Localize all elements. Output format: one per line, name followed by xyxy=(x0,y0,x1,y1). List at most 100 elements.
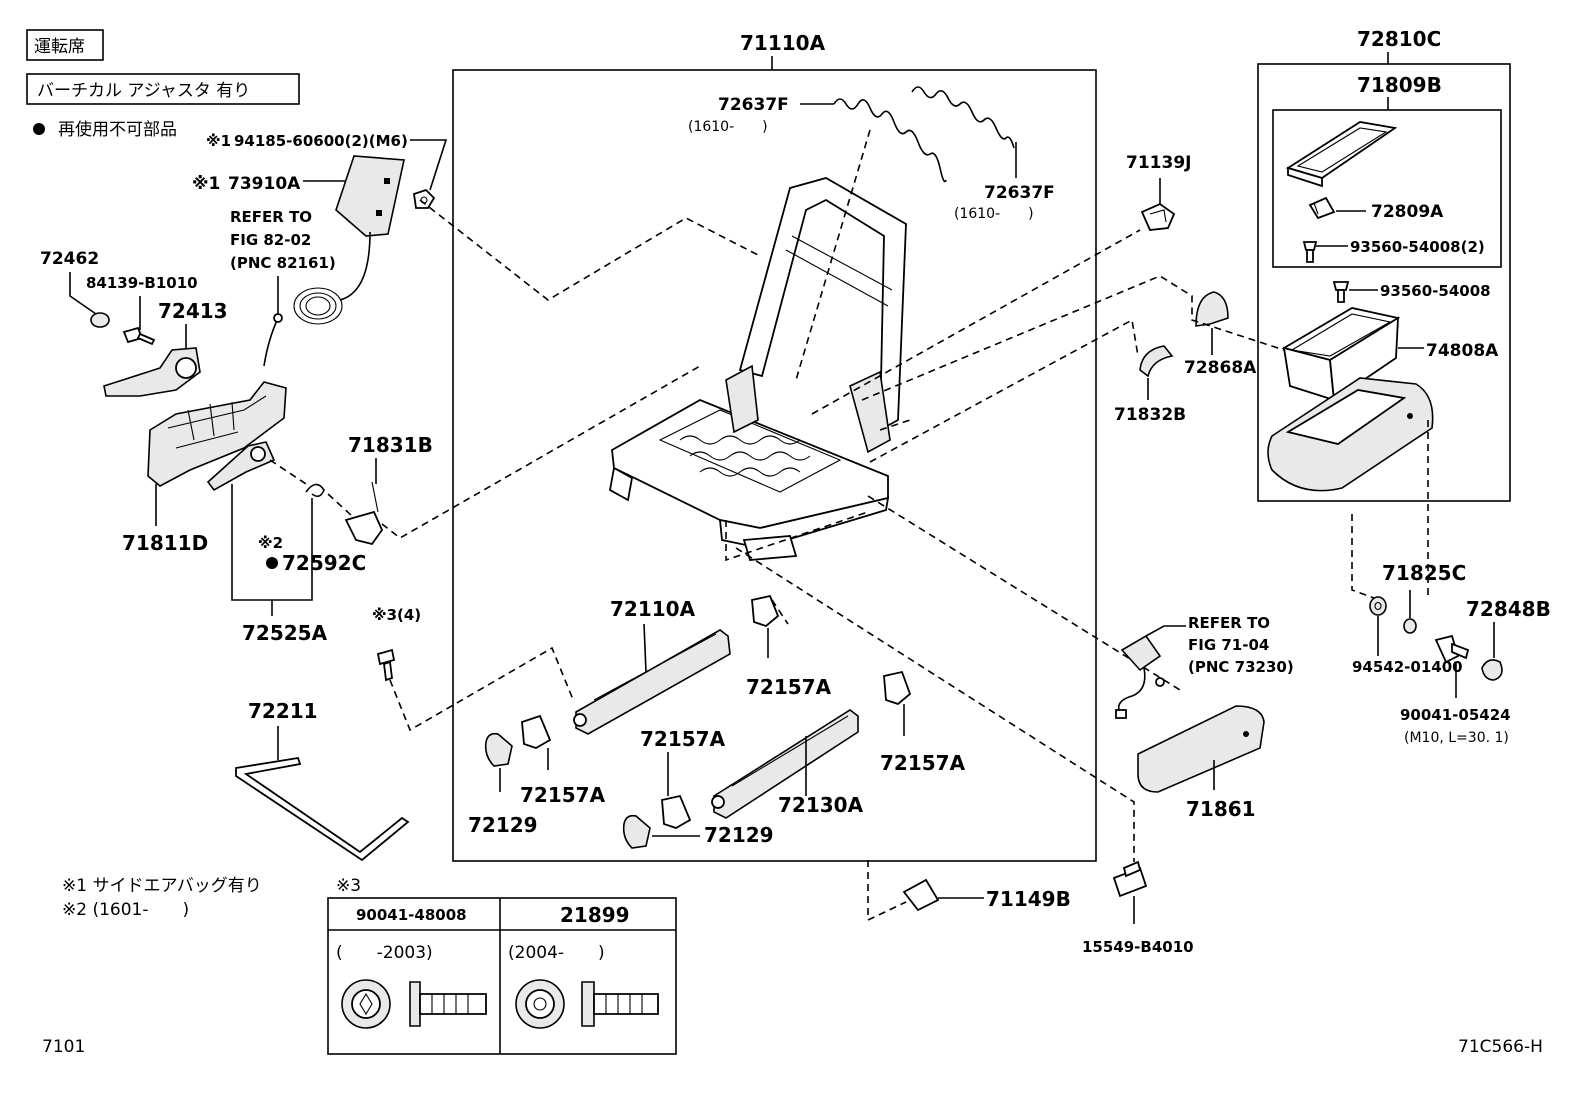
buckle-73230 xyxy=(1115,634,1165,719)
part-72525A: 72525A xyxy=(242,621,328,645)
washer-71825C xyxy=(1403,618,1417,634)
bracket-72157A-1 xyxy=(751,594,780,628)
part-72413: 72413 xyxy=(158,299,228,323)
washer-94542 xyxy=(1369,596,1387,616)
screw-84139 xyxy=(122,326,156,346)
cap-72848B xyxy=(1481,659,1503,681)
part-72157A-4: 72157A xyxy=(880,751,966,775)
part-71831B: 71831B xyxy=(348,433,433,457)
rod-72211 xyxy=(235,756,410,862)
part-72462: 72462 xyxy=(40,249,99,269)
part-71825C: 71825C xyxy=(1382,561,1466,585)
refer-fig-82-02-line2: FIG 82-02 xyxy=(230,231,311,249)
seat-label-box xyxy=(26,29,104,61)
clip-note-mark: ※3(4) xyxy=(372,606,421,624)
table-col1-range: ( -2003) xyxy=(336,943,433,963)
cover-72129-2 xyxy=(622,814,651,849)
part-71861: 71861 xyxy=(1186,797,1256,821)
table-col2-header: 21899 xyxy=(560,903,630,927)
part-72157A-2: 72157A xyxy=(520,783,606,807)
refer-fig-71-04-line1: REFER TO xyxy=(1188,614,1270,632)
part-72110A: 72110A xyxy=(610,597,696,621)
note-1: ※1 サイドエアバッグ有り xyxy=(62,876,262,896)
part-72130A: 72130A xyxy=(778,793,864,817)
bracket-72157A-4 xyxy=(883,670,912,706)
handle-72525A xyxy=(206,441,276,492)
non-reusable-dot-icon-72592C xyxy=(266,557,278,569)
cover-72868A xyxy=(1195,291,1229,327)
storage-box-74808A xyxy=(1281,307,1401,402)
part-72157A-1: 72157A xyxy=(746,675,832,699)
part-72211: 72211 xyxy=(248,699,318,723)
part-90041-05424-note: (M10, L=30. 1) xyxy=(1404,730,1509,746)
screw-93560-2 xyxy=(1302,241,1318,263)
part-72157A-3: 72157A xyxy=(640,727,726,751)
screw-93560 xyxy=(1332,281,1350,303)
part-93560-54008: 93560-54008 xyxy=(1380,282,1491,300)
bracket-72157A-3 xyxy=(661,794,692,829)
part-15549-B4010: 15549-B4010 xyxy=(1082,938,1194,956)
spring-72637F-a xyxy=(833,98,947,183)
clip-71149B xyxy=(902,878,940,912)
part-71809B: 71809B xyxy=(1357,73,1442,97)
note-2: ※2 (1601- ) xyxy=(62,900,189,920)
armrest-body xyxy=(1267,377,1434,492)
part-72637F-a-note: (1610- ) xyxy=(688,119,768,135)
seat-frame xyxy=(608,177,907,561)
hinge-72809A xyxy=(1308,196,1336,220)
part-72637F-a: 72637F xyxy=(718,95,789,115)
adjuster-label: バーチカル アジャスタ 有り xyxy=(37,81,250,101)
lever-72413 xyxy=(103,347,201,397)
part-94542-01400: 94542-01400 xyxy=(1352,658,1463,676)
spring-72637F-b xyxy=(911,86,1015,149)
part-93560-54008-2: 93560-54008(2) xyxy=(1350,238,1485,256)
bracket-72157A-2 xyxy=(521,714,552,749)
non-reusable-dot-icon xyxy=(33,123,45,135)
part-72868A: 72868A xyxy=(1184,358,1257,378)
refer-fig-71-04-line2: FIG 71-04 xyxy=(1188,636,1269,654)
airbag-73910A xyxy=(293,155,405,325)
lid-box xyxy=(1272,109,1502,268)
part-72637F-b-note: (1610- ) xyxy=(954,206,1034,222)
part-72592C-mark: ※2 xyxy=(258,534,283,552)
cover-72129-1 xyxy=(484,732,513,767)
bracket-71831B xyxy=(344,481,384,546)
part-71832B: 71832B xyxy=(1114,405,1186,425)
cover-71861 xyxy=(1137,705,1265,793)
seat-label: 運転席 xyxy=(34,37,85,57)
cover-71832B xyxy=(1139,345,1174,378)
adjuster-label-box xyxy=(26,73,300,105)
refer-fig-71-04-line3: (PNC 73230) xyxy=(1188,658,1294,676)
bolt-90041-05424 xyxy=(1434,634,1470,664)
table-col2-range: (2004- ) xyxy=(508,943,605,963)
note-3: ※3 xyxy=(336,876,361,896)
legend-label: 再使用不可部品 xyxy=(58,119,177,140)
bolt-reference-table: 90041-48008 21899 ( -2003) (2004- ) xyxy=(327,897,677,1055)
part-71139J: 71139J xyxy=(1126,153,1191,173)
seat-frame-box xyxy=(452,69,1097,862)
part-73910A-mark: ※1 xyxy=(192,174,220,194)
part-72637F-b: 72637F xyxy=(984,183,1055,203)
nut-94185 xyxy=(413,188,436,209)
bracket-71139J xyxy=(1140,202,1176,231)
clip-72592C xyxy=(305,483,325,498)
part-71811D: 71811D xyxy=(122,531,208,555)
footer-right-code: 71C566-H xyxy=(1458,1037,1543,1057)
part-72129-1: 72129 xyxy=(468,813,538,837)
part-72848B: 72848B xyxy=(1466,597,1551,621)
part-94185: 94185-60600(2)(M6) xyxy=(234,132,408,150)
part-73910A: 73910A xyxy=(228,174,301,194)
part-72592C: 72592C xyxy=(282,551,366,575)
part-72129-2: 72129 xyxy=(704,823,774,847)
part-72809A: 72809A xyxy=(1371,202,1444,222)
clip-21899 xyxy=(376,648,396,682)
armrest-lid xyxy=(1285,121,1398,188)
refer-fig-82-02-line3: (PNC 82161) xyxy=(230,254,336,272)
table-col1-header: 90041-48008 xyxy=(356,906,467,924)
cap-72462 xyxy=(90,312,110,328)
part-72810C: 72810C xyxy=(1357,27,1441,51)
refer-fig-82-02-line1: REFER TO xyxy=(230,208,312,226)
rail-72130A xyxy=(711,709,859,819)
part-71149B: 71149B xyxy=(986,887,1071,911)
